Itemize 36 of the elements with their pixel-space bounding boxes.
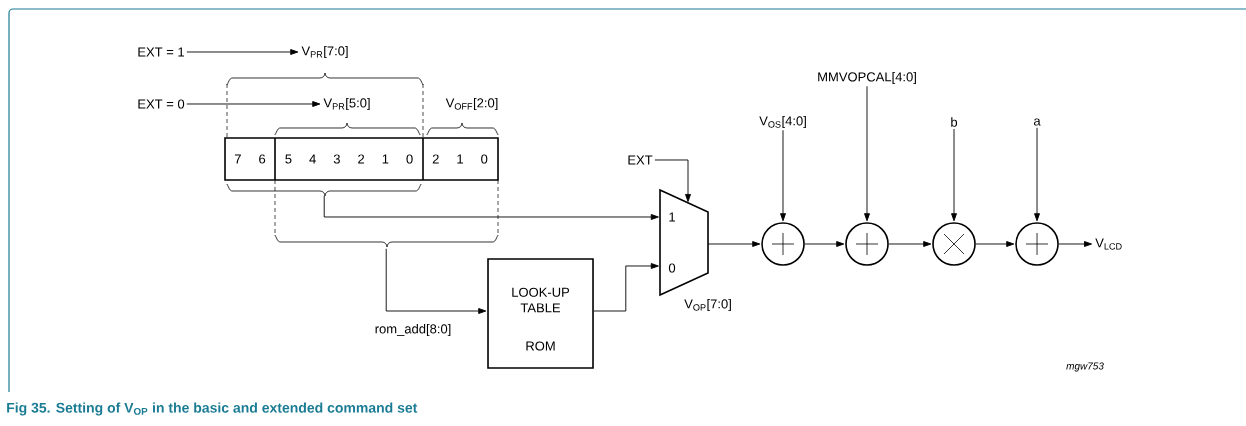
signal-label: MMVOPCAL[4:0]	[818, 71, 916, 85]
arrow	[186, 101, 321, 107]
drawing-number: mgw753	[1066, 362, 1104, 372]
bus-label: V$_{OP}$[7:0]	[684, 298, 731, 312]
edge-label: rom_add[8:0]	[373, 322, 453, 338]
lookup-table-box: LOOK-UP TABLE ROM	[487, 258, 594, 369]
signal-label: EXT = 0	[138, 99, 185, 109]
arrow	[864, 85, 870, 222]
field-label: V$_{OFF}$[2:0]	[445, 97, 498, 111]
arrow	[1034, 127, 1040, 222]
arrow	[951, 128, 957, 222]
arrow	[186, 49, 299, 55]
adder-circle	[761, 222, 805, 266]
signal-label: V$_{OS}$[4:0]	[759, 115, 806, 129]
multiplier-circle	[932, 222, 976, 266]
arrow	[654, 159, 691, 203]
figure-caption: Fig 35. Setting of V$_{OP}$ in the basic and extended command set	[7, 402, 418, 416]
signal-label: V$_{LCD}$	[1095, 238, 1122, 250]
arrow	[804, 241, 845, 247]
signal-label: EXT = 1	[138, 47, 185, 57]
signal-label: b	[951, 117, 958, 127]
register-box: 7 6 5 4 3 2 1 0 2 1 0	[224, 137, 499, 181]
signal-label: V$_{PR}$[5:0]	[323, 97, 370, 111]
arrow	[707, 241, 761, 247]
arrow	[385, 248, 487, 314]
arrow	[780, 129, 786, 222]
adder-circle	[845, 222, 889, 266]
signal-label: V$_{PR}$[7:0]	[301, 45, 348, 59]
arrow	[1058, 241, 1093, 247]
arrow	[323, 195, 659, 220]
arrow	[888, 241, 932, 247]
signal-label: EXT	[628, 155, 653, 165]
signal-label: a	[1033, 118, 1041, 126]
arrow	[593, 263, 659, 312]
adder-circle	[1015, 222, 1059, 266]
arrow	[975, 241, 1015, 247]
